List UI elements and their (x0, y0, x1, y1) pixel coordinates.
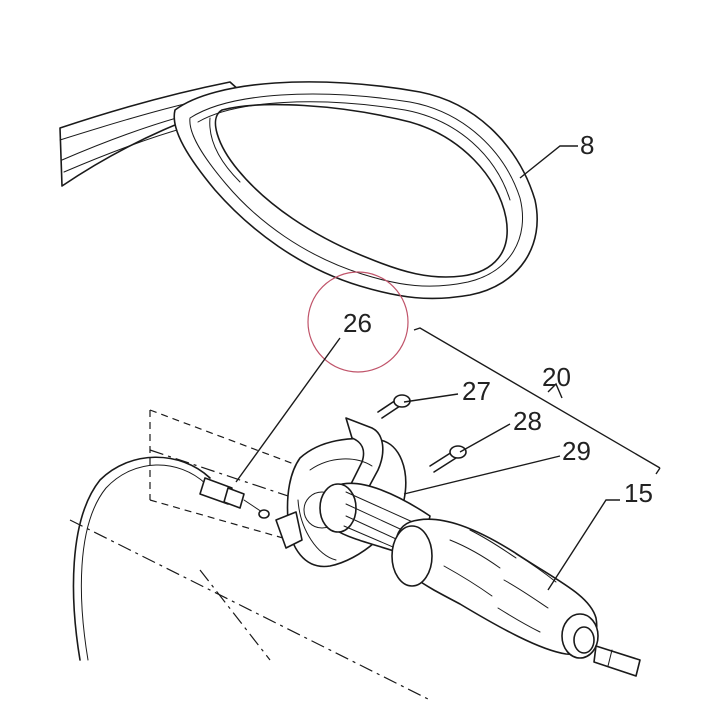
callout-screw-28: 28 (513, 406, 542, 436)
highlight-circle (307, 271, 409, 373)
screw-27-part (377, 394, 411, 419)
assembly-guide-lines (69, 409, 431, 701)
assembly-bracket-line (413, 327, 661, 475)
callout-mirror-8: 8 (580, 130, 594, 160)
throttle-cable-part (72, 456, 270, 661)
leader-lines (235, 145, 620, 591)
callout-assembly-20: 20 (542, 362, 571, 392)
callout-housing-29: 29 (562, 436, 591, 466)
callout-grip-15: 15 (624, 478, 653, 508)
mirror-part (59, 81, 538, 300)
callout-cable-26: 26 (343, 308, 372, 338)
handlebar-grip-part (391, 518, 641, 677)
screw-28-part (429, 445, 467, 473)
callout-screw-27: 27 (462, 376, 491, 406)
